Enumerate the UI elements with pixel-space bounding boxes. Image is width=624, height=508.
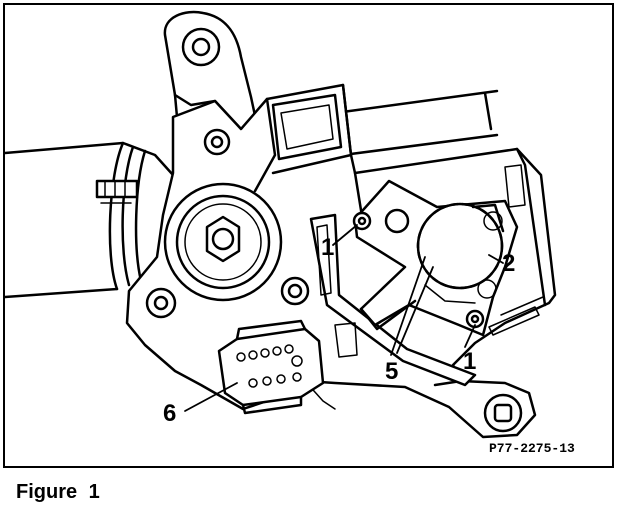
callout-bolt-left: 1 bbox=[321, 234, 334, 261]
upper-mounting-ear bbox=[163, 10, 259, 131]
callout-connector: 6 bbox=[163, 400, 176, 427]
leader-lines bbox=[184, 224, 504, 412]
electrical-connector bbox=[217, 319, 325, 415]
figure-caption: Figure 1 bbox=[16, 481, 100, 503]
left-shaft-housing bbox=[5, 141, 175, 299]
callout-bolt-right: 1 bbox=[463, 348, 476, 375]
callout-disc: 2 bbox=[502, 250, 515, 277]
drawing-reference: P77-2275-13 bbox=[489, 441, 575, 456]
housing-bolts bbox=[145, 128, 310, 319]
lever-bolts bbox=[352, 211, 485, 329]
technical-illustration: 1 2 5 1 6 P77-2275-13 bbox=[5, 10, 575, 456]
callout-labels: 1 2 5 1 6 P77-2275-13 bbox=[163, 234, 575, 456]
right-shaft bbox=[333, 89, 499, 157]
illustration-frame: 1 2 5 1 6 P77-2275-13 bbox=[3, 3, 614, 468]
disc-component bbox=[416, 202, 505, 304]
lower-mounting-foot bbox=[483, 393, 523, 433]
central-bore bbox=[163, 182, 283, 302]
callout-lever: 5 bbox=[385, 358, 398, 385]
